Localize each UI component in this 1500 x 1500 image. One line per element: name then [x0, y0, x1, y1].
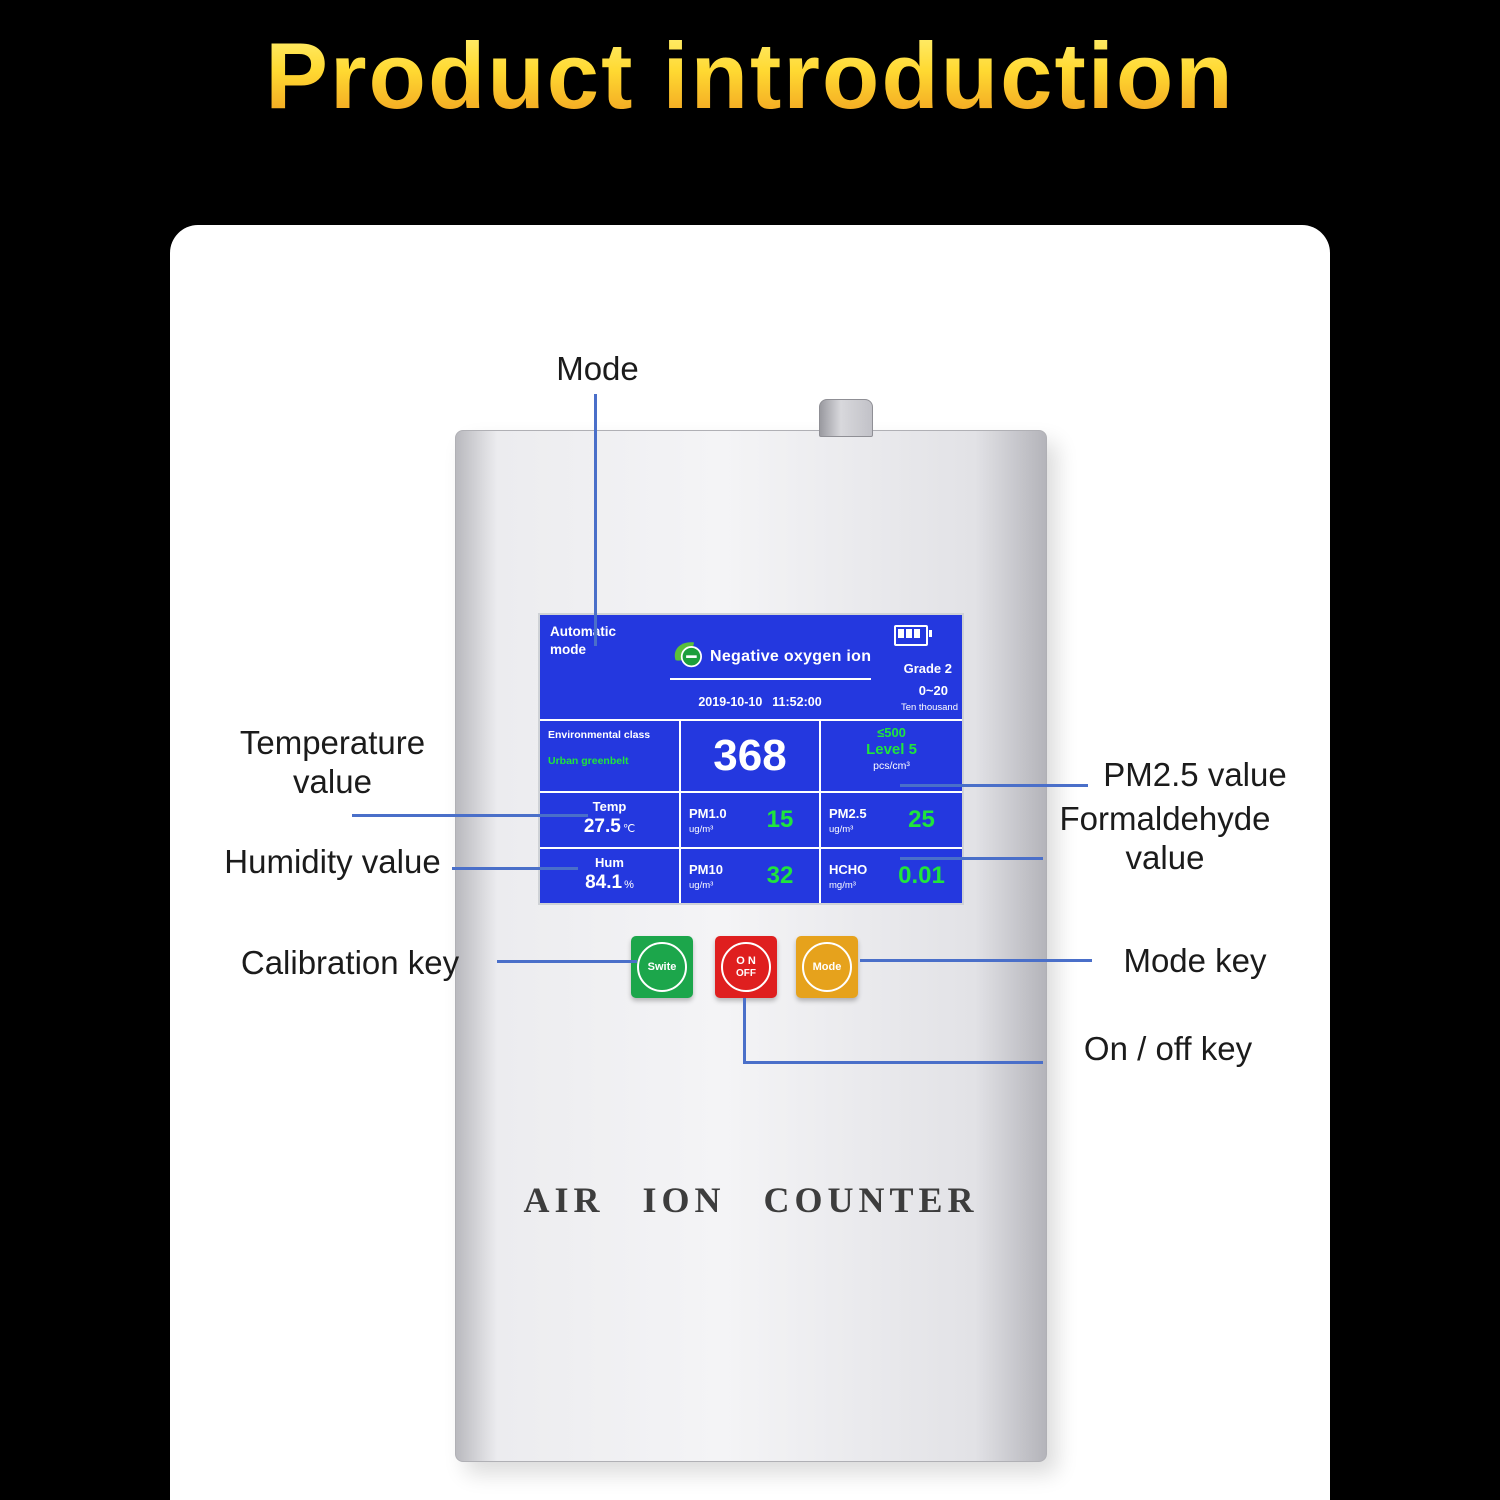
mode-key-ring: Mode — [802, 942, 852, 992]
humidity-label: Hum — [595, 855, 624, 870]
hcho-value: 0.01 — [898, 862, 945, 889]
screen-table: Environmental class Urban greenbelt 368 … — [540, 719, 962, 903]
pm25-unit: ug/m³ — [829, 823, 854, 835]
mode-key-button: Mode — [796, 936, 858, 998]
hcho-cell: HCHO mg/m³ 0.01 — [821, 847, 962, 903]
on-off-key-ring: O N OFF — [721, 942, 771, 992]
mode-callout-line — [594, 394, 597, 646]
callout-mode-key: Mode key — [1123, 942, 1267, 979]
level-unit: pcs/cm³ — [873, 760, 910, 772]
pm25-callout-line — [900, 784, 1088, 787]
screen-title-row: Negative oxygen ion — [670, 639, 872, 680]
callout-pm25: PM2.5 value — [1103, 756, 1287, 793]
content-card: Automatic mode Negative oxygen ion Grade… — [170, 225, 1330, 1500]
formaldehyde-callout-line — [900, 857, 1043, 860]
callout-formaldehyde: Formaldehyde value — [1059, 800, 1271, 876]
calibration-key-button: Swite — [631, 936, 693, 998]
grade-text: Grade 2 — [903, 661, 952, 676]
callout-humidity: Humidity value — [224, 843, 441, 880]
leaf-ion-icon — [670, 639, 704, 674]
page-title: Product introduction — [0, 22, 1500, 130]
air-ion-counter-device: Automatic mode Negative oxygen ion Grade… — [455, 399, 1047, 1462]
temperature-callout-line — [352, 814, 588, 817]
calibration-callout-line — [497, 960, 637, 963]
callout-mode: Mode — [556, 350, 639, 387]
humidity-cell: Hum 84.1% — [540, 847, 681, 903]
hcho-unit: mg/m³ — [829, 879, 856, 891]
temperature-value: 27.5℃ — [583, 816, 636, 837]
range-unit-text: Ten thousand — [900, 702, 958, 713]
range-text: 0~20 — [918, 683, 948, 698]
device-screen: Automatic mode Negative oxygen ion Grade… — [538, 613, 964, 905]
pm25-label: PM2.5 — [829, 805, 867, 821]
screen-title: Negative oxygen ion — [710, 647, 872, 665]
sensor-knob — [819, 399, 873, 437]
pm10-cell: PM10 ug/m³ 32 — [681, 847, 821, 903]
level-value: Level 5 — [866, 741, 917, 759]
ion-count-value: 368 — [713, 731, 787, 780]
environment-label: Environmental class — [548, 729, 651, 741]
pm1-cell: PM1.0 ug/m³ 15 — [681, 791, 821, 847]
environment-cell: Environmental class Urban greenbelt — [540, 719, 681, 791]
pm10-value: 32 — [766, 862, 794, 889]
mode-key-callout-line — [860, 959, 1092, 962]
battery-icon — [894, 625, 932, 646]
humidity-callout-line — [452, 867, 578, 870]
callout-temperature: Temperature value — [239, 724, 426, 800]
pm1-unit: ug/m³ — [689, 823, 714, 835]
pm1-value: 15 — [766, 806, 794, 833]
pm25-cell: PM2.5 ug/m³ 25 — [821, 791, 962, 847]
screen-mode-text: Automatic mode — [550, 624, 617, 657]
temperature-cell: Temp 27.5℃ — [540, 791, 681, 847]
temperature-label: Temp — [592, 799, 627, 814]
environment-value: Urban greenbelt — [548, 755, 629, 767]
onoff-callout-line-vertical — [743, 998, 746, 1064]
pm10-unit: ug/m³ — [689, 879, 714, 891]
ion-count-cell: 368 — [681, 719, 821, 791]
pm1-label: PM1.0 — [689, 805, 727, 821]
limit-value: ≤500 — [877, 725, 906, 740]
humidity-value: 84.1% — [585, 872, 634, 893]
callout-calibration: Calibration key — [240, 944, 460, 981]
pm25-value: 25 — [908, 806, 935, 833]
on-off-key-button: O N OFF — [715, 936, 777, 998]
device-name-text: AIR ION COUNTER — [523, 1180, 979, 1220]
pm10-label: PM10 — [689, 861, 723, 877]
hcho-label: HCHO — [829, 861, 868, 877]
callout-onoff-key: On / off key — [1083, 1030, 1253, 1067]
onoff-callout-line-horizontal — [743, 1061, 1043, 1064]
level-cell: ≤500 Level 5 pcs/cm³ — [821, 719, 962, 791]
calibration-key-ring: Swite — [637, 942, 687, 992]
